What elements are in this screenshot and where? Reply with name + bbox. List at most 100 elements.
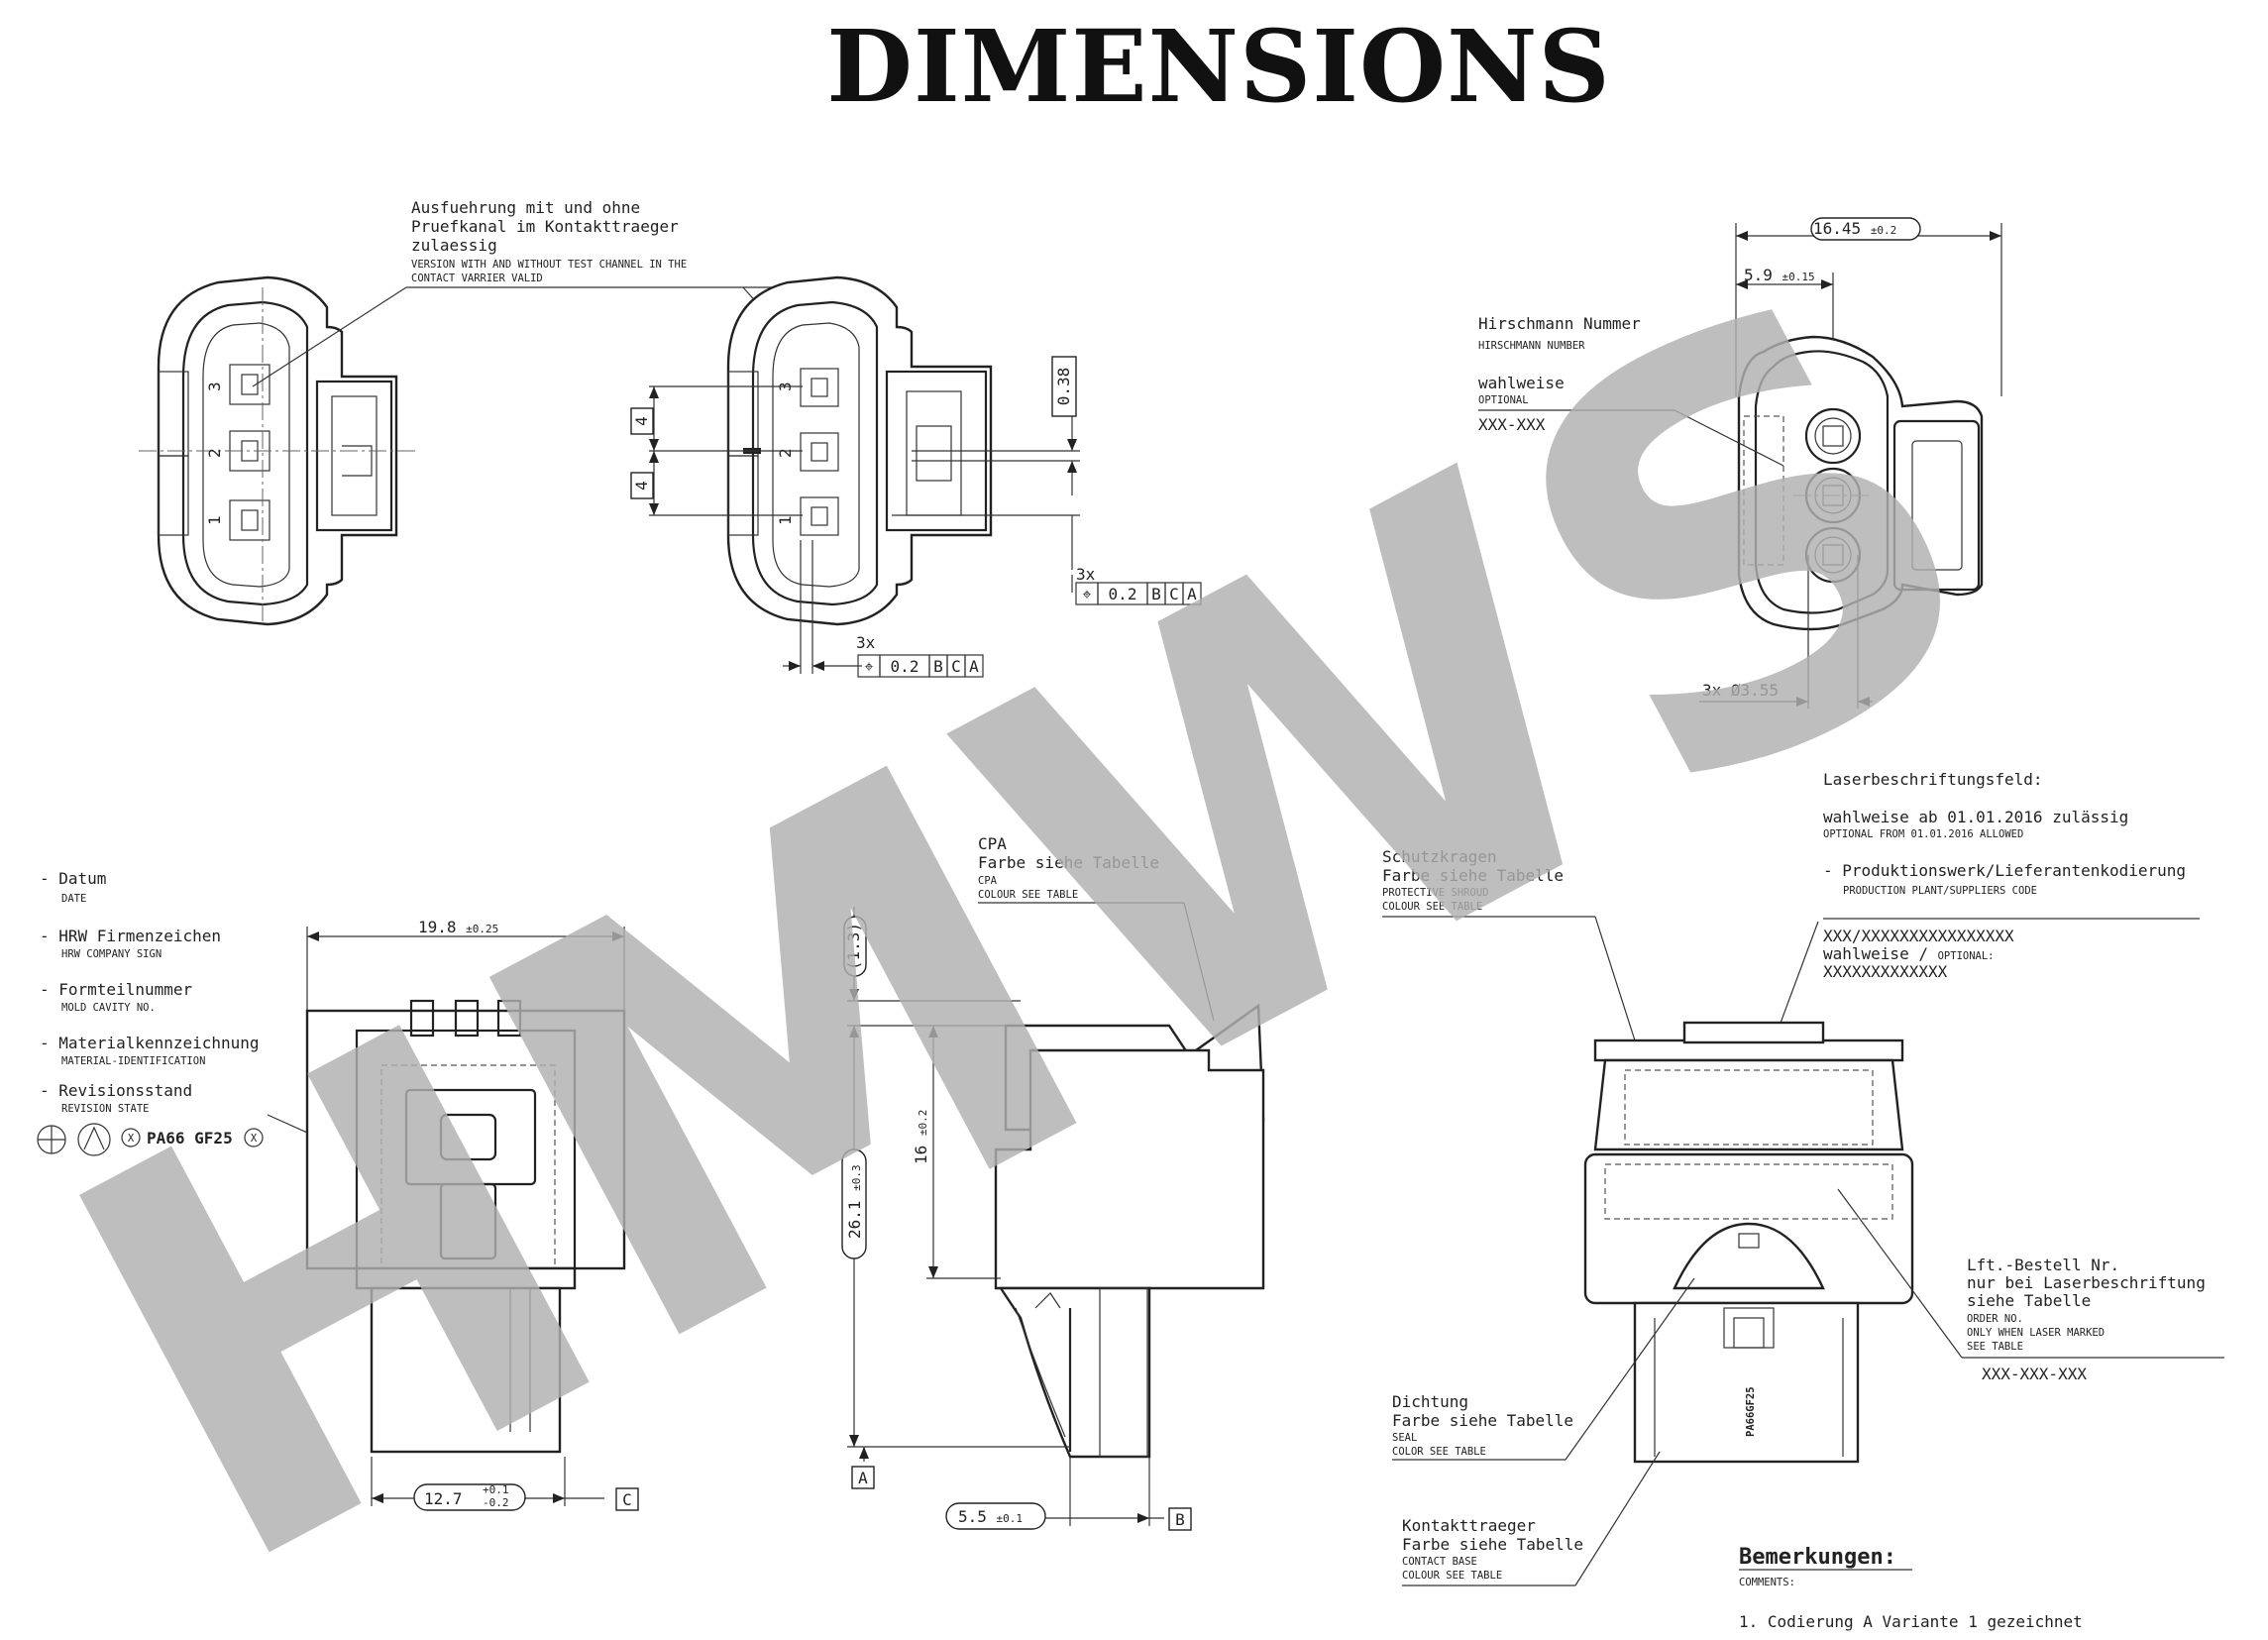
plant-optional-code: XXXXXXXXXXXXX (1823, 962, 1948, 981)
legend-item: - Formteilnummer (40, 980, 192, 999)
fcf-datum: C (951, 657, 961, 676)
order-label-en: ONLY WHEN LASER MARKED (1967, 1327, 2105, 1339)
number-format: XXX-XXX (1478, 415, 1546, 434)
material-mark: PA66 GF25 (147, 1129, 233, 1148)
feature-control-frame-2: ⌖ 0.2 B C A (857, 654, 984, 678)
order-code: XXX-XXX-XXX (1982, 1365, 2087, 1383)
hirschmann-label-en: HIRSCHMANN NUMBER (1478, 340, 1585, 352)
seal-dome (1673, 1222, 1825, 1290)
fcf-datum: B (933, 657, 943, 676)
dim-pitch-2: 4 (632, 481, 651, 491)
iso-view: Laserbeschriftungsfeld: wahlweise ab 01.… (1382, 770, 2224, 1586)
cpa-label-en: COLOUR SEE TABLE (978, 889, 1078, 901)
plant-label-en: PRODUCTION PLANT/SUPPLIERS CODE (1843, 885, 2037, 897)
fcf-symbol: ⌖ (864, 657, 873, 676)
order-label: siehe Tabelle (1967, 1291, 2091, 1310)
pin-label-1: 1 (205, 515, 224, 525)
fcf-datum: B (1151, 585, 1161, 603)
page-title: DIMENSIONS (826, 8, 1611, 125)
fcf-value: 0.2 (891, 657, 919, 676)
note-line: zulaessig (411, 236, 497, 255)
legend-item-en: HRW COMPANY SIGN (61, 948, 162, 960)
datum-c: C (622, 1490, 632, 1509)
svg-text:X: X (251, 1133, 258, 1145)
legend-item-en: DATE (61, 893, 86, 905)
optional-label-en: OPTIONAL (1478, 394, 1529, 406)
legend-item: - Revisionsstand (40, 1081, 192, 1100)
plant-label: - Produktionswerk/Lieferantenkodierung (1823, 861, 2186, 880)
seal-label: Dichtung (1392, 1392, 1468, 1411)
order-label: Lft.-Bestell Nr. (1967, 1256, 2119, 1274)
side-view: CPA Farbe siehe Tabelle CPA COLOUR SEE T… (841, 834, 1265, 1531)
dim-bottom-tol-up: +0.1 (483, 1483, 509, 1496)
seal-label-en: SEAL (1392, 1432, 1417, 1444)
shroud-label-en: PROTECTIVE SHROUD (1382, 887, 1488, 899)
legend-item-en: MOLD CAVITY NO. (61, 1002, 156, 1014)
dim-16: 16 ±0.2 (912, 1110, 930, 1164)
marking-legend: - Datum DATE - HRW Firmenzeichen HRW COM… (37, 869, 412, 1180)
shroud-body (1593, 1058, 1904, 1151)
dim-offset: 5.9 ±0.15 (1744, 266, 1815, 284)
company-logo-icon (77, 1123, 111, 1156)
pin-label-2: 2 (205, 448, 224, 458)
fcf-datum: C (1169, 585, 1179, 603)
fcf-count-2: 3x (856, 633, 876, 652)
pin-label-2: 2 (776, 448, 795, 458)
shroud-latch (1682, 1021, 1825, 1044)
note-line-en: VERSION WITH AND WITHOUT TEST CHANNEL IN… (411, 259, 687, 271)
comments-heading: Bemerkungen: (1739, 1545, 1896, 1570)
dim-261: 26.1 ±0.3 (845, 1164, 864, 1239)
legend-item: - Datum (40, 869, 106, 888)
datum-a: A (858, 1469, 868, 1487)
laser-optional: wahlweise ab 01.01.2016 zulässig (1823, 808, 2128, 826)
optional-label: wahlweise (1478, 374, 1565, 392)
note-line-en: CONTACT VARRIER VALID (411, 273, 543, 284)
svg-text:X: X (128, 1133, 135, 1145)
comments-block: Bemerkungen: COMMENTS: 1. Codierung A Va… (1739, 1545, 2083, 1631)
hole-diameter: 3x Ø3.55 (1702, 681, 1779, 700)
pin-label-3: 3 (205, 382, 224, 391)
dim-bottom-tol-down: -0.2 (483, 1496, 509, 1509)
cpa-label-en: CPA (978, 875, 998, 887)
front-view-left: 3 2 1 (139, 275, 416, 626)
order-label-en: ORDER NO. (1967, 1313, 2023, 1325)
plant-optional: wahlweise / OPTIONAL: (1823, 944, 1995, 963)
contact-label: Farbe siehe Tabelle (1402, 1535, 1583, 1554)
rear-view: 16.45 ±0.2 5.9 ±0.15 Hirschmann Nummer H… (1478, 217, 2002, 709)
note-line: Ausfuehrung mit und ohne (411, 198, 640, 217)
side-body (994, 1048, 1265, 1290)
date-clock-icon (37, 1125, 66, 1154)
dim-55: 5.5 ±0.1 (958, 1507, 1023, 1526)
fcf-datum: A (969, 657, 979, 676)
dim-bottom: 12.7 (424, 1489, 463, 1508)
dim-width: 19.8 ±0.25 (418, 918, 498, 936)
dim-038: 0.38 (1054, 368, 1073, 406)
leader-line (252, 286, 407, 387)
laser-optional-en: OPTIONAL FROM 01.01.2016 ALLOWED (1823, 828, 2023, 840)
order-label-en: SEE TABLE (1967, 1341, 2023, 1353)
contact-label-en: COLOUR SEE TABLE (1402, 1570, 1502, 1582)
test-channel-note: Ausfuehrung mit und ohne Pruefkanal im K… (406, 198, 823, 378)
cpa-label: Farbe siehe Tabelle (978, 853, 1159, 872)
part-mark: PA66GF25 (1745, 1386, 1757, 1437)
datum-b: B (1175, 1510, 1185, 1529)
dim-pitch-1: 4 (632, 416, 651, 426)
shroud-label: Schutzkragen (1382, 847, 1497, 866)
laser-field-label: Laserbeschriftungsfeld: (1823, 770, 2043, 789)
fcf-count-1: 3x (1076, 565, 1096, 584)
shroud-label-en: COLOUR SEE TABLE (1382, 901, 1482, 913)
contact-label: Kontakttraeger (1402, 1516, 1536, 1535)
fcf-datum: A (1187, 585, 1197, 603)
seal-label: Farbe siehe Tabelle (1392, 1411, 1573, 1430)
legend-item-en: REVISION STATE (61, 1103, 150, 1115)
side-latch (998, 1286, 1151, 1459)
hirschmann-label: Hirschmann Nummer (1478, 314, 1641, 333)
shroud-label: Farbe siehe Tabelle (1382, 866, 1564, 885)
revision-icon: X (244, 1128, 264, 1148)
contact-base (1633, 1301, 1860, 1464)
pin-label-1: 1 (776, 515, 795, 525)
legend-item-en: MATERIAL-IDENTIFICATION (61, 1055, 205, 1067)
fcf-value: 0.2 (1109, 585, 1137, 603)
